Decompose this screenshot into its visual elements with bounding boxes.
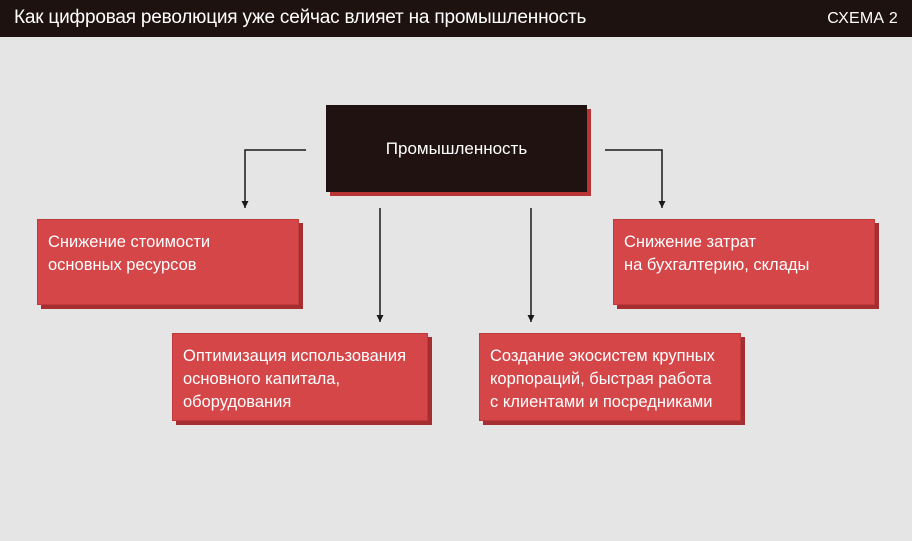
node-capital-optimization: Оптимизация использования основного капи… [172,333,428,421]
node-line: Снижение стоимости [48,233,211,251]
diagram-title: Как цифровая революция уже сейчас влияет… [14,7,587,28]
arrow-to-accounting [605,149,666,208]
node-line: Оптимизация использования [183,347,407,365]
node-line: основного капитала, [183,370,341,388]
arrow-to-resources [241,149,306,208]
node-line: корпораций, быстрая работа [490,370,712,388]
node-line: с клиентами и посредниками [490,393,713,411]
root-node-industry: Промышленность [326,105,587,192]
node-line: Снижение затрат [624,233,757,251]
node-accounting-costs: Снижение затрат на бухгалтерию, склады [613,219,875,305]
node-line: основных ресурсов [48,256,197,274]
node-line: оборудования [183,393,292,411]
node-line: Создание экосистем крупных [490,347,715,365]
root-node-label: Промышленность [385,138,528,158]
node-resource-cost: Снижение стоимости основных ресурсов [37,219,299,305]
header-bar: Как цифровая революция уже сейчас влияет… [0,0,912,37]
scheme-label: СХЕМА 2 [827,10,898,27]
node-line: на бухгалтерию, склады [624,256,810,274]
node-corporate-ecosystems: Создание экосистем крупных корпораций, б… [479,333,741,421]
